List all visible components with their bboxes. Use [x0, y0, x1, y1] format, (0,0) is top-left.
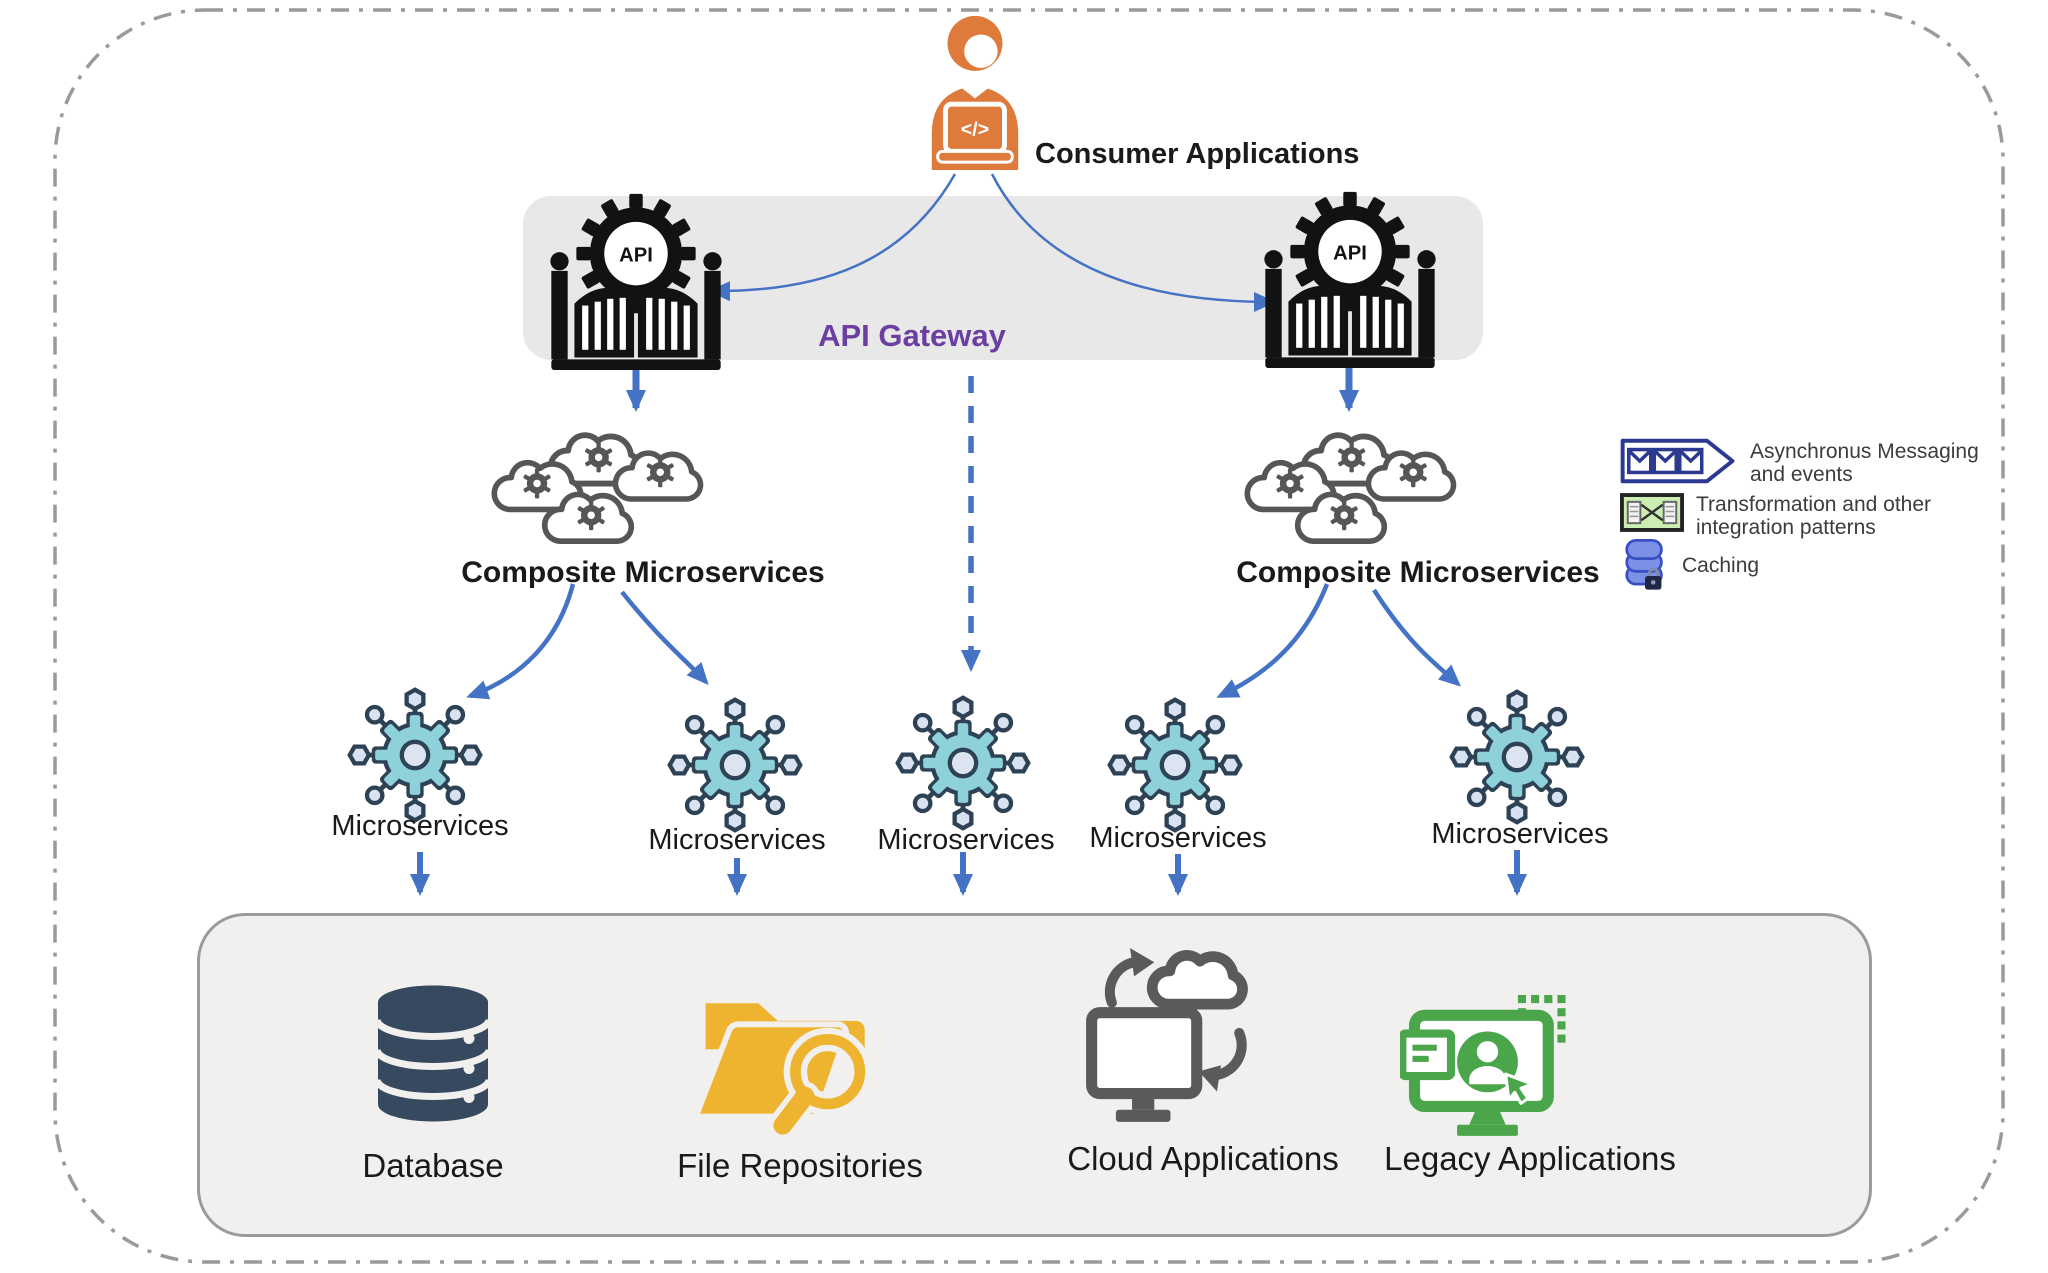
database-icon	[373, 985, 493, 1122]
cloud-applications-icon	[1086, 948, 1248, 1122]
arrow-consumer-to-right-gate	[990, 173, 1276, 312]
legend-item-caching: Caching	[1624, 538, 1759, 592]
microservice-icon-5	[1449, 689, 1585, 825]
lock	[1645, 567, 1662, 590]
microservice-icon-2	[667, 697, 803, 833]
ms-gear	[1107, 697, 1243, 833]
consumer-label: Consumer Applications	[1035, 138, 1360, 170]
magnifier	[768, 1027, 872, 1140]
messaging-icon	[1620, 438, 1735, 484]
cloud-applications-label: Cloud Applications	[1067, 1140, 1339, 1177]
legend-messaging-line2: and events	[1750, 463, 1853, 486]
legend-item-transformation: Transformation and other integration pat…	[1620, 493, 1931, 539]
microservice-icon-4	[1107, 697, 1243, 833]
file-repositories-label: File Repositories	[677, 1147, 923, 1184]
cursor-arrow	[1504, 1072, 1534, 1105]
legend-transformation-line1: Transformation and other	[1696, 493, 1932, 516]
arrow-compleft-to-ms1	[466, 583, 576, 700]
laptop-code-glyph: </>	[961, 119, 989, 141]
caching-icon	[1625, 538, 1663, 590]
legend-caching-line1: Caching	[1682, 554, 1760, 577]
microservice-icon-1	[347, 687, 483, 823]
ms-gear	[347, 687, 483, 823]
microservice-icon-3	[895, 695, 1031, 831]
api-gear	[1290, 191, 1410, 312]
microservices-label-3: Microservices	[877, 824, 1055, 856]
api-gear-text: API	[619, 244, 653, 266]
api-gear-text: API	[1333, 242, 1367, 264]
arrow-consumer-to-left-gate	[708, 173, 957, 302]
ms-gear	[895, 695, 1031, 831]
ms-gear	[667, 697, 803, 833]
arrow-compright-to-ms4	[1216, 583, 1330, 699]
api-gate-left-icon: API	[550, 193, 722, 370]
user-badge	[1457, 1031, 1518, 1093]
microservices-label-1: Microservices	[331, 810, 509, 842]
legend-transformation-line2: integration patterns	[1696, 516, 1876, 539]
arrow-compright-to-ms5	[1372, 588, 1461, 687]
microservices-label-4: Microservices	[1089, 822, 1267, 854]
database-label: Database	[362, 1147, 504, 1184]
arrow-compleft-to-ms2	[620, 590, 709, 685]
outer-dashed-border	[53, 8, 2005, 1264]
legacy-applications-label: Legacy Applications	[1384, 1140, 1676, 1177]
api-gateway-label: API Gateway	[818, 318, 1006, 353]
composite-microservices-left-icon	[483, 420, 718, 560]
microservices-label-2: Microservices	[648, 824, 826, 856]
file-repositories-icon	[691, 1003, 872, 1140]
consumer-person-icon: </>	[931, 15, 1019, 170]
legacy-applications-icon	[1400, 995, 1566, 1136]
composite-microservices-right-icon	[1236, 420, 1471, 560]
composite-right-label: Composite Microservices	[1236, 556, 1600, 589]
microservices-label-5: Microservices	[1431, 818, 1609, 850]
ms-gear	[1449, 689, 1585, 825]
api-gate-right-icon: API	[1264, 191, 1436, 368]
legend-messaging-line1: Asynchronus Messaging	[1750, 440, 1979, 463]
legend-item-messaging: Asynchronus Messaging and events	[1620, 438, 1979, 486]
transformation-icon	[1620, 493, 1684, 532]
composite-left-label: Composite Microservices	[461, 556, 825, 589]
api-gear	[576, 193, 696, 314]
